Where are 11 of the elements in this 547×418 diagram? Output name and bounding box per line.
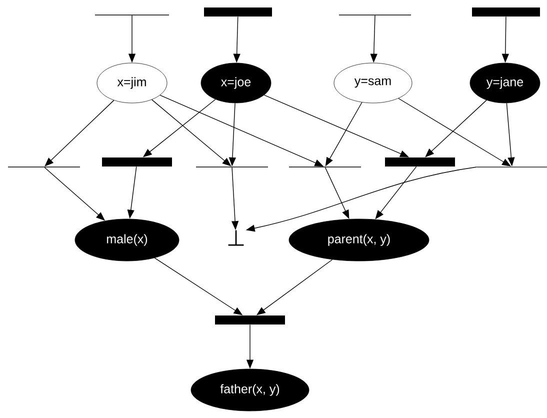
ellipse-node: father(x, y) [190, 368, 310, 412]
ellipse-node: y=jane [470, 62, 540, 104]
thick-bar [472, 8, 540, 16]
bottom-symbol: ⊥ [228, 230, 244, 246]
ellipse-node: y=sam [334, 62, 412, 104]
ellipse-node: male(x) [74, 218, 180, 262]
ellipse-node: x=jim [96, 62, 168, 104]
ellipse-node: parent(x, y) [288, 218, 430, 262]
ellipse-node: x=joe [200, 62, 272, 104]
arrow [44, 100, 114, 166]
thick-bar [204, 8, 272, 16]
